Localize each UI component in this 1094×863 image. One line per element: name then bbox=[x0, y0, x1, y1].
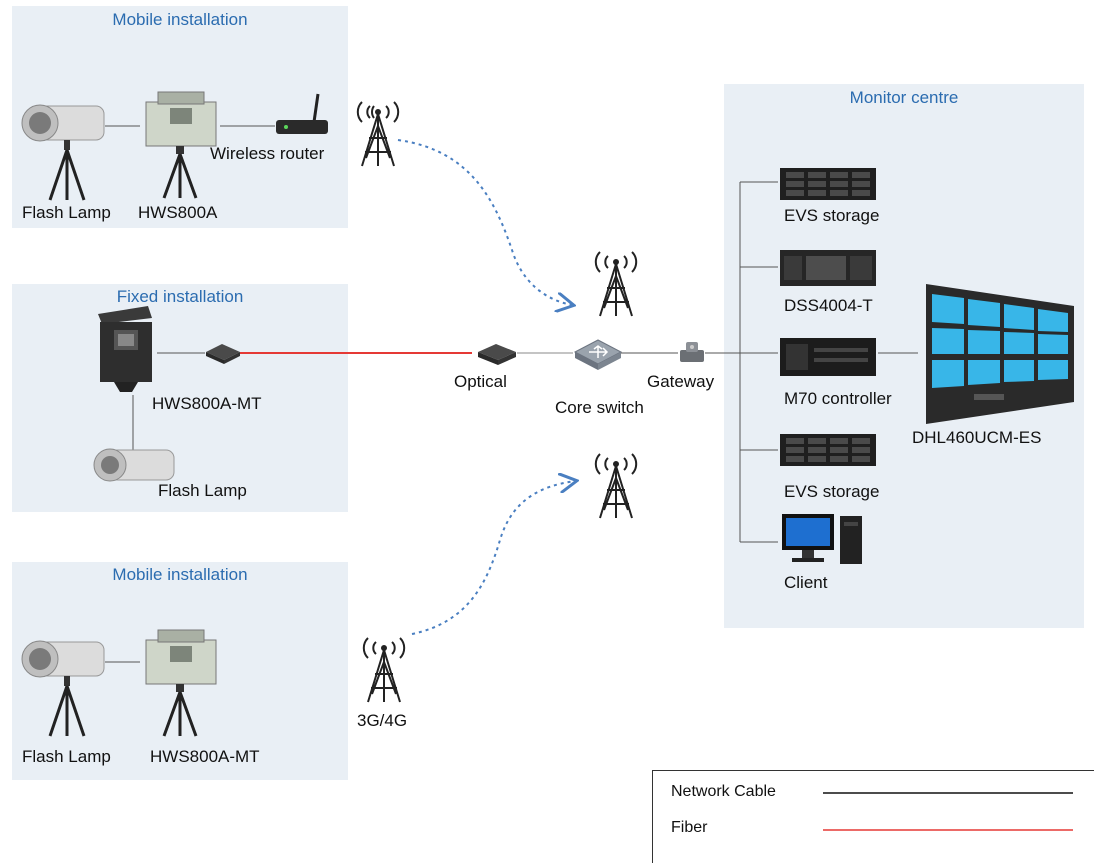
hws800a-mt-label: HWS800A-MT bbox=[152, 394, 262, 413]
flash-lamp-label: Flash Lamp bbox=[158, 481, 247, 500]
core-switch-icon bbox=[573, 339, 623, 370]
evs-storage-label: EVS storage bbox=[784, 482, 880, 501]
core-switch-label: Core switch bbox=[555, 398, 644, 417]
flash-lamp-icon bbox=[93, 448, 175, 482]
optical-transceiver-icon bbox=[478, 344, 516, 365]
panel-title: Fixed installation bbox=[116, 287, 244, 306]
flash-lamp-label: Flash Lamp bbox=[22, 747, 111, 766]
optical-transceiver-icon bbox=[206, 344, 240, 364]
wireless-router-label: Wireless router bbox=[210, 144, 325, 163]
legend-fiber-label: Fiber bbox=[671, 819, 708, 836]
hws800a-mt-icon bbox=[145, 629, 217, 737]
legend-network-cable-label: Network Cable bbox=[671, 783, 776, 800]
client-pc-icon bbox=[782, 514, 862, 564]
cell-tower-icon bbox=[594, 251, 638, 317]
panel-title: Monitor centre bbox=[849, 88, 959, 107]
cell-tower-icon bbox=[594, 453, 638, 519]
fixed-installation-panel: Fixed installation bbox=[12, 284, 348, 512]
legend: Network Cable Fiber bbox=[652, 770, 1094, 863]
hws800a-label: HWS800A bbox=[138, 203, 218, 222]
cell-tower-icon bbox=[356, 101, 400, 167]
cellular-label: 3G/4G bbox=[357, 711, 408, 730]
dss-server-icon bbox=[780, 250, 876, 286]
dss4004-label: DSS4004-T bbox=[784, 296, 873, 315]
flash-lamp-icon bbox=[21, 104, 105, 201]
client-label: Client bbox=[784, 573, 828, 592]
gateway-icon bbox=[680, 342, 704, 362]
video-wall-icon bbox=[926, 284, 1074, 424]
dhl460-label: DHL460UCM-ES bbox=[912, 428, 1042, 447]
panel-title: Mobile installation bbox=[112, 565, 248, 584]
flash-lamp-label: Flash Lamp bbox=[22, 203, 111, 222]
optical-label: Optical bbox=[454, 372, 507, 391]
panel-title: Mobile installation bbox=[112, 10, 248, 29]
hws800a-mt-label: HWS800A-MT bbox=[150, 747, 260, 766]
flash-lamp-icon bbox=[21, 640, 105, 737]
evs-storage-label: EVS storage bbox=[784, 206, 880, 225]
m70-controller-label: M70 controller bbox=[784, 389, 892, 408]
storage-server-icon bbox=[780, 168, 876, 200]
gateway-label: Gateway bbox=[647, 372, 715, 391]
hws800a-icon bbox=[145, 91, 217, 199]
m70-controller-icon bbox=[780, 338, 876, 376]
legend-swatches bbox=[823, 792, 1073, 831]
hws800a-mt-camera-box-icon bbox=[98, 306, 152, 392]
storage-server-icon bbox=[780, 434, 876, 466]
wireless-router-icon bbox=[276, 93, 328, 134]
cell-tower-icon bbox=[362, 637, 406, 703]
